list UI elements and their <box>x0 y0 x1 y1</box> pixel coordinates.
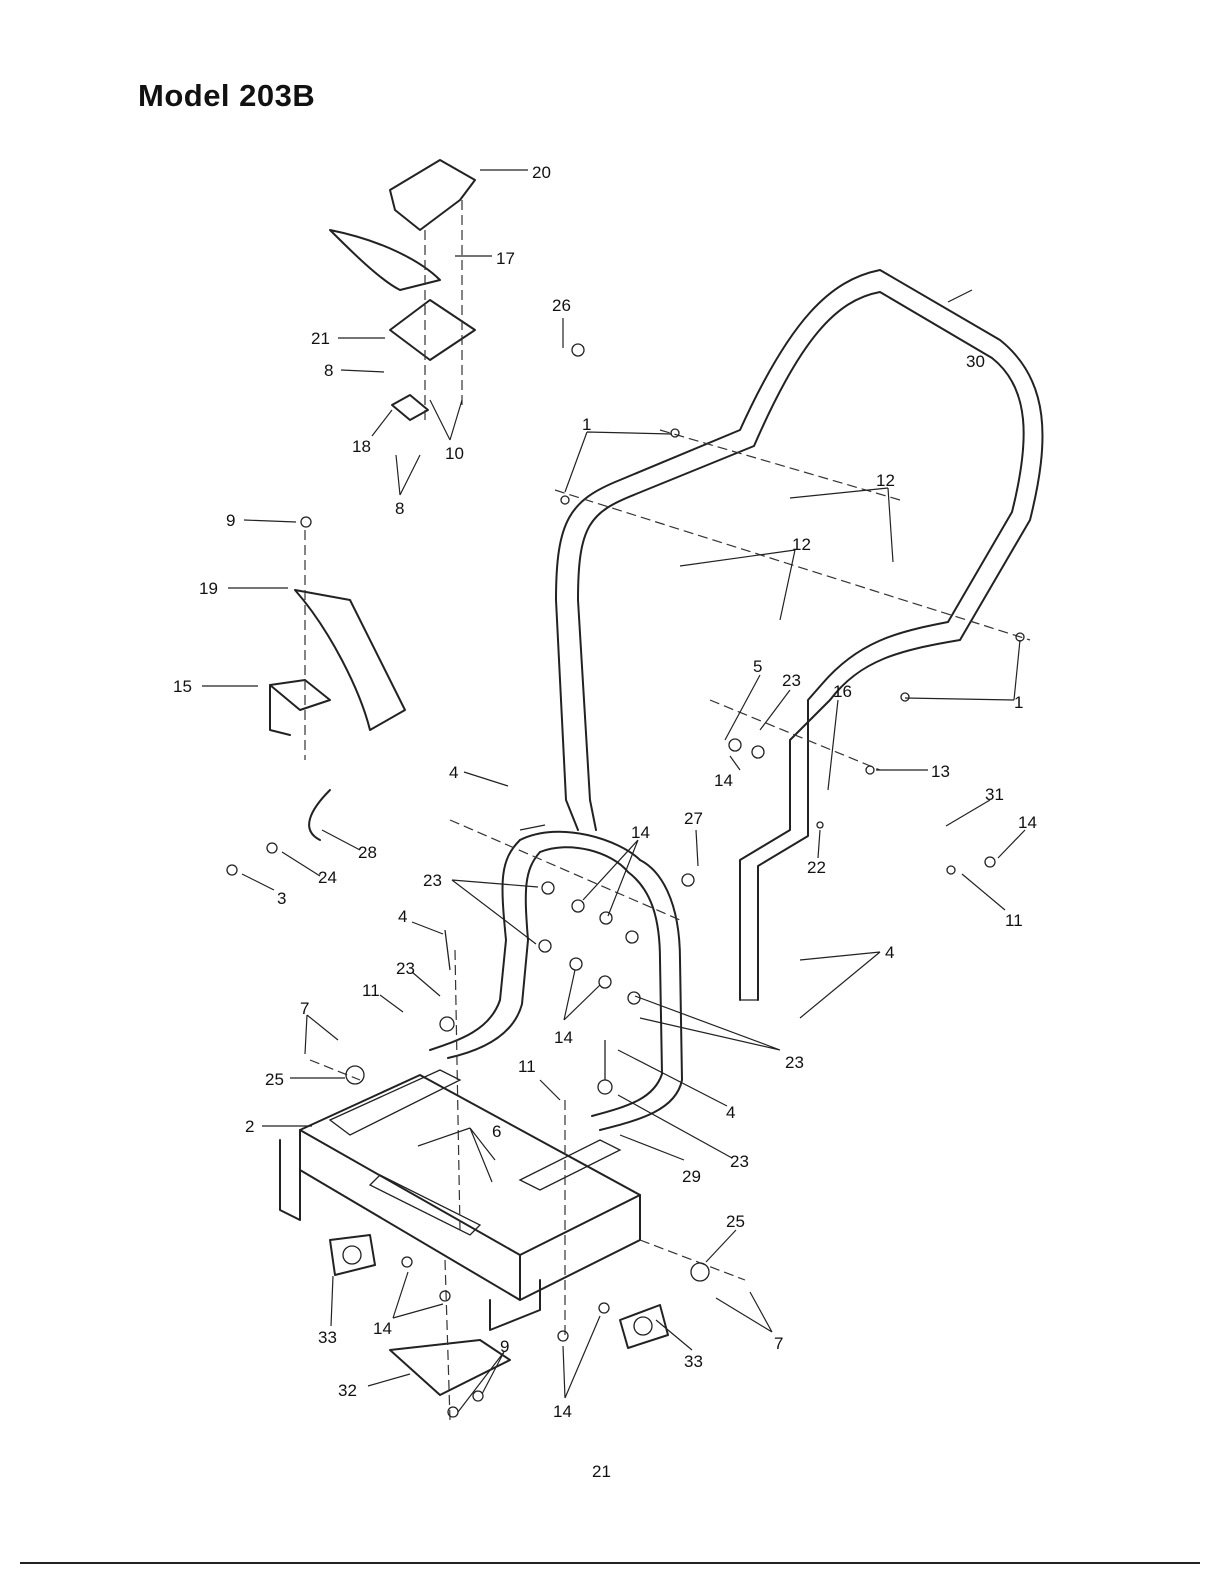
callout-14: 14 <box>1018 813 1037 832</box>
callout-23: 23 <box>396 959 415 978</box>
leader-lines <box>202 169 1026 1413</box>
callout-14: 14 <box>553 1402 572 1421</box>
lower-handle-part-29 <box>429 830 683 1131</box>
callout-20: 20 <box>532 163 551 182</box>
callout-23: 23 <box>782 671 801 690</box>
callout-24: 24 <box>318 868 337 887</box>
plate-part-33-right <box>619 1304 669 1349</box>
lever-part-17 <box>329 229 441 291</box>
callout-5: 5 <box>753 657 762 676</box>
callout-8: 8 <box>324 361 333 380</box>
callout-30: 30 <box>966 352 985 371</box>
callout-17: 17 <box>496 249 515 268</box>
callout-25: 25 <box>265 1070 284 1089</box>
callout-28: 28 <box>358 843 377 862</box>
callout-33: 33 <box>684 1352 703 1371</box>
callout-12: 12 <box>792 535 811 554</box>
bracket-part-21 <box>389 299 476 361</box>
callout-15: 15 <box>173 677 192 696</box>
callout-11: 11 <box>518 1057 536 1076</box>
callout-3: 3 <box>277 889 286 908</box>
plate-part-33-left <box>329 1234 376 1276</box>
bracket-part-18 <box>391 394 429 421</box>
callout-14: 14 <box>373 1319 392 1338</box>
callout-33: 33 <box>318 1328 337 1347</box>
callout-1: 1 <box>1014 693 1023 712</box>
callout-12: 12 <box>876 471 895 490</box>
callout-11: 11 <box>362 981 380 1000</box>
callout-19: 19 <box>199 579 218 598</box>
callout-23: 23 <box>785 1053 804 1072</box>
callout-23: 23 <box>730 1152 749 1171</box>
callout-23: 23 <box>423 871 442 890</box>
callout-10: 10 <box>445 444 464 463</box>
callout-32: 32 <box>338 1381 357 1400</box>
callout-21: 21 <box>311 329 330 348</box>
callout-6: 6 <box>492 1122 501 1141</box>
callout-14: 14 <box>631 823 650 842</box>
callout-13: 13 <box>931 762 950 781</box>
bracket-part-15 <box>269 679 331 736</box>
callout-4: 4 <box>885 943 894 962</box>
callout-1: 1 <box>582 415 591 434</box>
hardware-markers <box>226 343 1025 1418</box>
page-number: 21 <box>592 1462 611 1481</box>
callout-14: 14 <box>554 1028 573 1047</box>
page-title: Model 203B <box>138 78 316 113</box>
callout-22: 22 <box>807 858 826 877</box>
callout-4: 4 <box>398 907 407 926</box>
callout-11: 11 <box>1005 911 1023 930</box>
callout-8: 8 <box>395 499 404 518</box>
callout-7: 7 <box>300 999 309 1018</box>
callout-26: 26 <box>552 296 571 315</box>
frame-part-2 <box>279 1069 641 1331</box>
callout-27: 27 <box>684 809 703 828</box>
callout-31: 31 <box>985 785 1004 804</box>
callout-9: 9 <box>226 511 235 530</box>
skid-part-32 <box>389 1339 511 1396</box>
callout-25: 25 <box>726 1212 745 1231</box>
upper-handle-part-30 <box>555 269 1044 1001</box>
callout-4: 4 <box>449 763 458 782</box>
callout-16: 16 <box>833 682 852 701</box>
deflector-part-19 <box>294 589 406 731</box>
callout-29: 29 <box>682 1167 701 1186</box>
callout-18: 18 <box>352 437 371 456</box>
console-part-20 <box>389 159 476 231</box>
callout-4: 4 <box>726 1103 735 1122</box>
callout-labels: 20 17 21 8 18 10 8 26 30 1 12 12 9 19 15… <box>173 163 1037 1421</box>
callout-14: 14 <box>714 771 733 790</box>
callout-7: 7 <box>774 1334 783 1353</box>
callout-2: 2 <box>245 1117 254 1136</box>
footer-rule <box>20 1562 1200 1564</box>
callout-9: 9 <box>500 1337 509 1356</box>
